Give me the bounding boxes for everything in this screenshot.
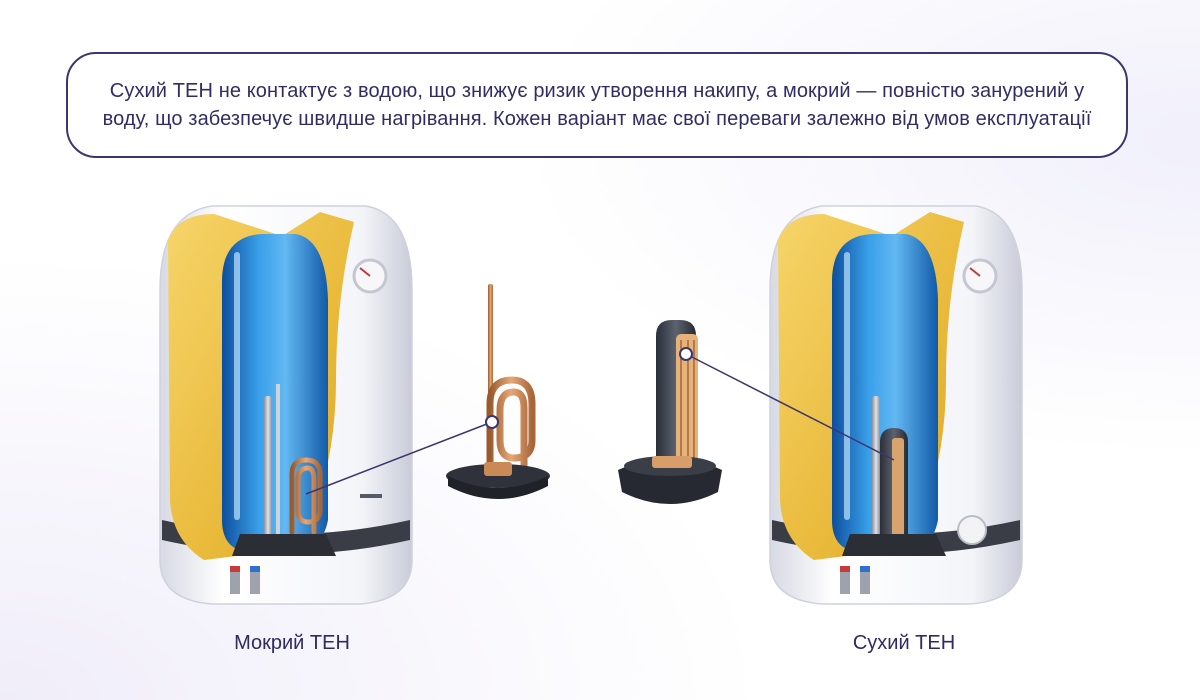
water-heater-wet [159, 205, 413, 605]
dry-element-core [892, 438, 904, 538]
thermometer-needle [969, 267, 981, 277]
callout-dot-wet [485, 415, 499, 429]
element-flange-base [448, 476, 548, 499]
inner-tank-highlight [844, 252, 850, 520]
pipe-left [840, 566, 850, 594]
pipe-right [250, 566, 260, 594]
callout-line-dry [685, 353, 895, 461]
callout-line-wet [305, 421, 493, 495]
caption-box: Сухий ТЕН не контактує з водою, що знижу… [66, 52, 1128, 158]
inner-tank [832, 234, 938, 552]
callouts [305, 347, 895, 495]
brand-plate [360, 494, 382, 498]
element-coil [486, 376, 536, 474]
pipe-right [860, 566, 870, 594]
label-wet-element: Мокрий ТЕН [234, 632, 350, 654]
dry-heating-element [618, 320, 722, 504]
pipe-left-red [230, 566, 240, 572]
anode-rod [264, 396, 272, 536]
water-heater-dry [769, 205, 1023, 605]
label-dry-element: Сухий ТЕН [852, 632, 956, 654]
inner-tank-highlight [234, 252, 240, 520]
thermo-tube [276, 384, 280, 534]
caption-text: Сухий ТЕН не контактує з водою, що знижу… [102, 80, 1092, 130]
pipe-right-blue [250, 566, 260, 572]
wet-heating-element [446, 284, 550, 499]
thermometer-needle [359, 267, 371, 277]
element-nut [484, 462, 512, 476]
element-base-copper [652, 456, 692, 468]
anode-rod [872, 396, 880, 536]
heater-flange [842, 534, 946, 556]
pipe-right-blue [860, 566, 870, 572]
thermostat-knob [957, 515, 987, 545]
heating-element-copper [289, 457, 323, 535]
pipe-left-red [840, 566, 850, 572]
callout-dot-dry [679, 347, 693, 361]
heater-flange [232, 534, 336, 556]
element-rod [488, 284, 493, 394]
pipe-left [230, 566, 240, 594]
